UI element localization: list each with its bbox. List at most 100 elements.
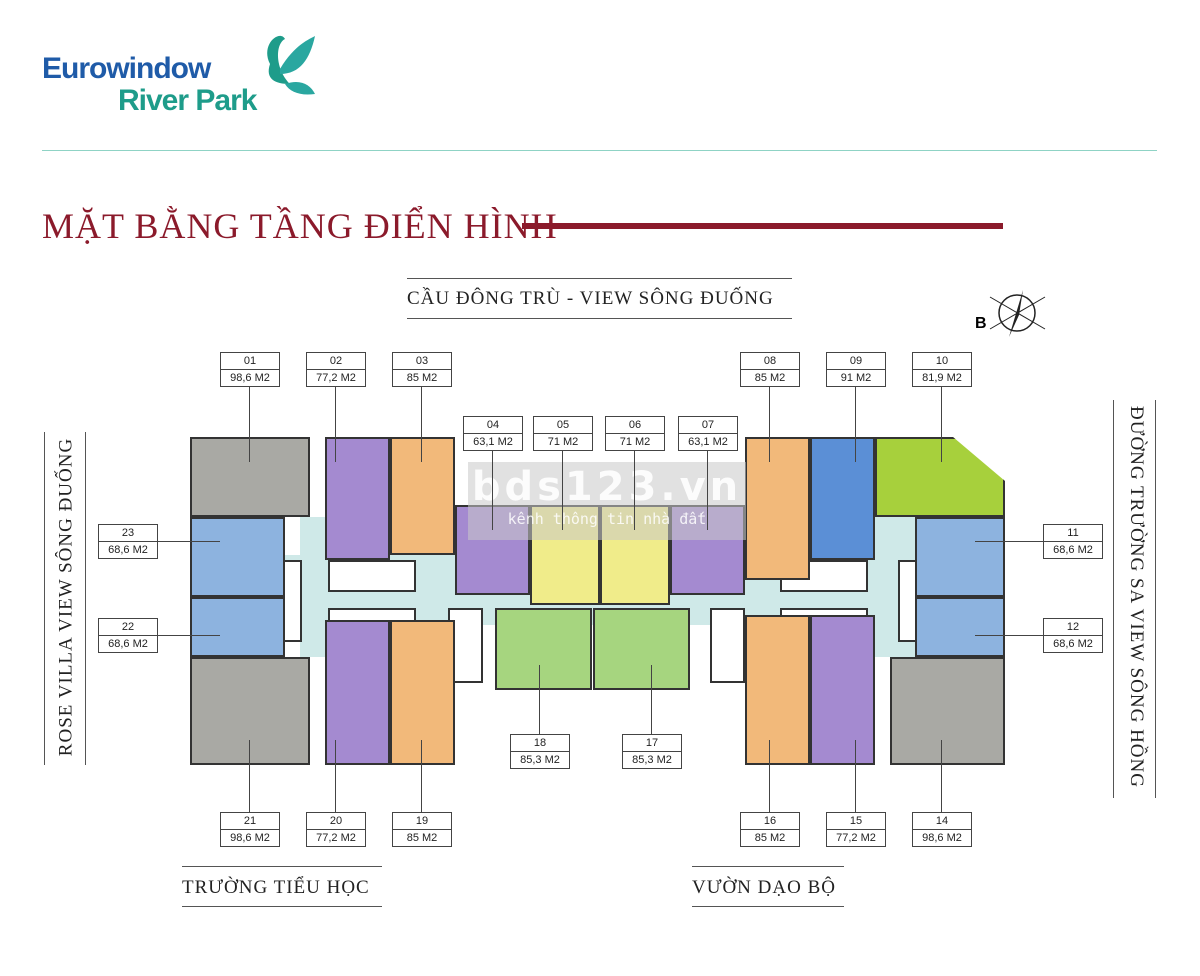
compass: B bbox=[975, 285, 1055, 355]
leader-line bbox=[941, 740, 942, 812]
divider bbox=[1155, 400, 1156, 798]
unit-23[interactable] bbox=[190, 517, 285, 597]
unit-area: 71 M2 bbox=[606, 433, 664, 450]
brand-line1: Eurowindow bbox=[42, 52, 211, 85]
unit-label-16: 16 85 M2 bbox=[740, 812, 800, 847]
watermark-sub: kênh thông tin nhà đất bbox=[507, 510, 707, 528]
unit-number: 07 bbox=[701, 419, 715, 431]
unit-label-06: 06 71 M2 bbox=[605, 416, 665, 451]
unit-area: 85,3 M2 bbox=[511, 751, 569, 768]
unit-03[interactable] bbox=[390, 437, 455, 555]
compass-label: B bbox=[975, 315, 987, 332]
unit-label-11: 11 68,6 M2 bbox=[1043, 524, 1103, 559]
unit-16[interactable] bbox=[745, 615, 810, 765]
view-right: ĐƯỜNG TRƯỜNG SA VIEW SÔNG HỒNG bbox=[1126, 406, 1147, 788]
unit-number: 16 bbox=[763, 815, 777, 827]
unit-label-04: 04 63,1 M2 bbox=[463, 416, 523, 451]
unit-number: 11 bbox=[1067, 527, 1079, 539]
unit-label-05: 05 71 M2 bbox=[533, 416, 593, 451]
unit-area: 98,6 M2 bbox=[221, 829, 279, 846]
leader-line bbox=[769, 386, 770, 462]
leader-line bbox=[335, 740, 336, 812]
unit-area: 63,1 M2 bbox=[679, 433, 737, 450]
unit-17[interactable] bbox=[593, 608, 690, 690]
unit-area: 68,6 M2 bbox=[1044, 635, 1102, 652]
leader-line bbox=[158, 541, 220, 542]
leader-line bbox=[975, 635, 1043, 636]
unit-area: 98,6 M2 bbox=[913, 829, 971, 846]
unit-area: 63,1 M2 bbox=[464, 433, 522, 450]
unit-number: 20 bbox=[329, 815, 343, 827]
unit-number: 21 bbox=[243, 815, 257, 827]
leader-line bbox=[769, 740, 770, 812]
view-bottom-right: VƯỜN DẠO BỘ bbox=[692, 877, 836, 898]
leader-line bbox=[562, 450, 563, 530]
unit-number: 19 bbox=[415, 815, 429, 827]
unit-number: 08 bbox=[763, 355, 777, 367]
unit-label-18: 18 85,3 M2 bbox=[510, 734, 570, 769]
divider bbox=[407, 278, 792, 279]
unit-label-20: 20 77,2 M2 bbox=[306, 812, 366, 847]
unit-label-21: 21 98,6 M2 bbox=[220, 812, 280, 847]
unit-11[interactable] bbox=[915, 517, 1005, 597]
unit-number: 09 bbox=[849, 355, 863, 367]
watermark-main: bds123.vn bbox=[471, 464, 743, 510]
unit-14[interactable] bbox=[890, 657, 1005, 765]
unit-label-09: 09 91 M2 bbox=[826, 352, 886, 387]
unit-number: 10 bbox=[935, 355, 949, 367]
unit-area: 85 M2 bbox=[393, 369, 451, 386]
unit-area: 85 M2 bbox=[741, 829, 799, 846]
unit-number: 05 bbox=[556, 419, 570, 431]
leader-line bbox=[158, 635, 220, 636]
unit-number: 06 bbox=[628, 419, 642, 431]
brand-line2: River Park bbox=[118, 84, 257, 117]
unit-19[interactable] bbox=[390, 620, 455, 765]
leader-line bbox=[707, 450, 708, 530]
leader-line bbox=[421, 740, 422, 812]
divider bbox=[182, 906, 382, 907]
unit-area: 77,2 M2 bbox=[307, 369, 365, 386]
unit-area: 71 M2 bbox=[534, 433, 592, 450]
unit-area: 85,3 M2 bbox=[623, 751, 681, 768]
north-arrow-icon bbox=[989, 290, 1046, 337]
unit-number: 17 bbox=[645, 737, 659, 749]
unit-label-07: 07 63,1 M2 bbox=[678, 416, 738, 451]
unit-number: 22 bbox=[121, 621, 135, 633]
divider bbox=[182, 866, 382, 867]
unit-22[interactable] bbox=[190, 597, 285, 657]
page-title: MẶT BẰNG TẦNG ĐIỂN HÌNH bbox=[42, 206, 558, 246]
unit-area: 91 M2 bbox=[827, 369, 885, 386]
unit-12[interactable] bbox=[915, 597, 1005, 657]
unit-01[interactable] bbox=[190, 437, 310, 517]
unit-number: 04 bbox=[486, 419, 500, 431]
unit-08[interactable] bbox=[745, 437, 810, 580]
unit-09[interactable] bbox=[810, 437, 875, 560]
unit-10[interactable] bbox=[875, 437, 1005, 517]
unit-15[interactable] bbox=[810, 615, 875, 765]
unit-area: 68,6 M2 bbox=[1044, 541, 1102, 558]
peacock-logo-icon bbox=[267, 35, 315, 95]
divider bbox=[692, 866, 844, 867]
unit-18[interactable] bbox=[495, 608, 592, 690]
view-bottom-left: TRƯỜNG TIỂU HỌC bbox=[182, 877, 370, 898]
leader-line bbox=[421, 386, 422, 462]
stair-core bbox=[710, 608, 745, 683]
leader-line bbox=[539, 665, 540, 734]
leader-line bbox=[492, 450, 493, 530]
leader-line bbox=[249, 740, 250, 812]
unit-area: 77,2 M2 bbox=[307, 829, 365, 846]
leader-line bbox=[941, 386, 942, 462]
leader-line bbox=[335, 386, 336, 462]
unit-number: 18 bbox=[533, 737, 547, 749]
divider bbox=[85, 432, 86, 765]
unit-21[interactable] bbox=[190, 657, 310, 765]
